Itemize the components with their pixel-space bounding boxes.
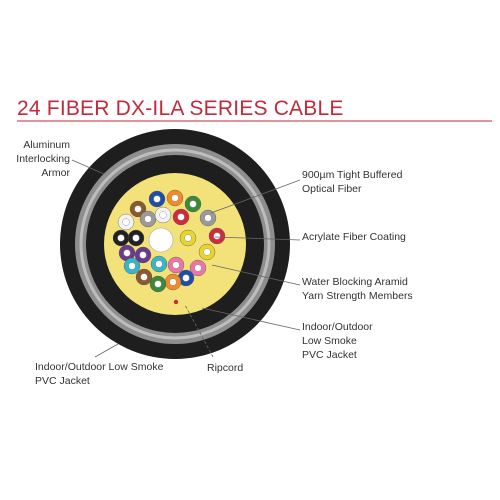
callout-aramid: Water Blocking Aramid Yarn Strength Memb…: [302, 276, 413, 302]
fiber-core: [177, 213, 185, 221]
tight-buffered-leader: [210, 179, 301, 214]
callout-tight-buffered-line-2: Optical Fiber: [302, 183, 362, 195]
callout-outer-jacket-line-2: PVC Jacket: [35, 375, 90, 387]
callout-tight-buffered: 900µm Tight Buffered Optical Fiber: [302, 169, 403, 195]
fiber-core: [171, 194, 179, 202]
callout-outer-jacket: Indoor/Outdoor Low Smoke PVC Jacket: [35, 361, 164, 387]
callout-ripcord-line-1: Ripcord: [207, 362, 243, 374]
leader-lines: [71, 159, 301, 358]
armor-ring-highlight: [79, 148, 271, 340]
fiber-core: [213, 232, 221, 240]
callout-inner-jacket-line-1: Indoor/Outdoor: [302, 321, 373, 333]
fiber-core: [154, 280, 162, 288]
fiber-core: [153, 195, 161, 203]
inner-jacket-leader: [201, 307, 301, 331]
fiber-core: [123, 249, 131, 257]
fiber-core: [172, 261, 180, 269]
callout-aramid-line-2: Yarn Strength Members: [302, 290, 413, 302]
fiber-core: [203, 248, 211, 256]
callout-armor-line-1: Aluminum: [23, 139, 70, 151]
outer-jacket-leader: [94, 343, 119, 358]
fiber-core: [182, 274, 190, 282]
fiber-core: [144, 215, 152, 223]
callout-inner-jacket-line-2: Low Smoke: [302, 335, 357, 347]
fiber-core: [140, 273, 148, 281]
page-title: 24 FIBER DX-ILA SERIES CABLE: [17, 97, 344, 120]
fiber-core: [204, 214, 212, 222]
callout-tight-buffered-line-1: 900µm Tight Buffered: [302, 169, 403, 181]
callout-ripcord: Ripcord: [207, 362, 243, 374]
fiber-core: [155, 260, 163, 268]
fiber-core: [134, 205, 142, 213]
fiber-core: [194, 264, 202, 272]
callout-acrylate: Acrylate Fiber Coating: [302, 231, 406, 243]
armor-leader: [71, 159, 105, 175]
fiber-core: [169, 278, 177, 286]
ripcord: [173, 299, 179, 305]
fiber-bundle: [112, 189, 226, 293]
fiber-core: [189, 200, 197, 208]
fiber-core: [117, 234, 125, 242]
aramid-leader: [211, 264, 301, 286]
callout-inner-jacket-line-3: PVC Jacket: [302, 349, 357, 361]
callout-inner-jacket: Indoor/Outdoor Low Smoke PVC Jacket: [302, 321, 373, 361]
callout-armor-line-3: Armor: [41, 167, 70, 179]
central-strength-member: [148, 227, 174, 253]
fiber-core: [122, 218, 130, 226]
callout-aramid-line-1: Water Blocking Aramid: [302, 276, 408, 288]
fiber-core: [184, 234, 192, 242]
callout-outer-jacket-line-1: Indoor/Outdoor Low Smoke: [35, 361, 164, 373]
callout-armor: Aluminum Interlocking Armor: [16, 139, 70, 179]
fiber-core: [139, 251, 147, 259]
callout-armor-line-2: Interlocking: [16, 153, 70, 165]
acrylate-leader: [214, 236, 301, 241]
callout-acrylate-line-1: Acrylate Fiber Coating: [302, 231, 406, 243]
fiber-core: [128, 262, 136, 270]
fiber-core: [159, 211, 167, 219]
cable-cross-section: [60, 129, 290, 359]
fiber-core: [132, 234, 140, 242]
